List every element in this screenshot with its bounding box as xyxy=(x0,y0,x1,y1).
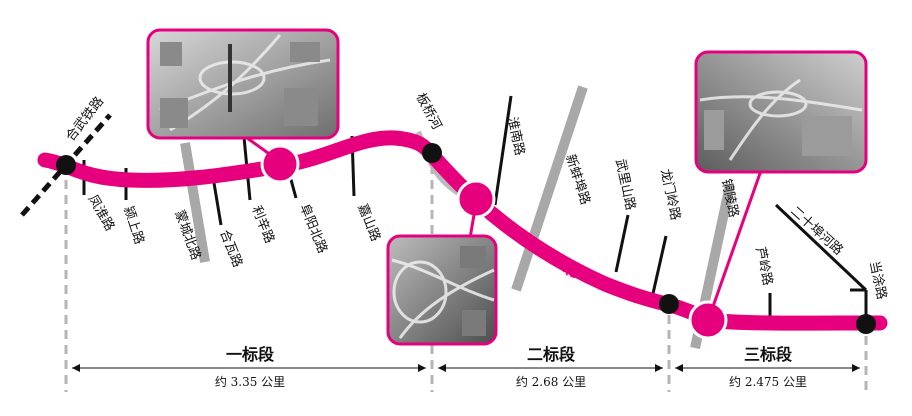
label-tongling: 铜陵路 xyxy=(718,178,742,219)
interchange-tongling xyxy=(688,300,728,340)
street-ershibu-diag xyxy=(774,203,868,292)
node-east-end xyxy=(856,314,876,334)
label-river: 板桥河 xyxy=(412,91,444,132)
label-jiashan: 嘉山路 xyxy=(354,202,383,244)
label-luling: 芦岭路 xyxy=(752,246,776,287)
label-hewa: 合瓦路 xyxy=(216,228,245,270)
photo-3 xyxy=(694,50,868,174)
gray-corridor-1 xyxy=(180,142,210,263)
label-huainan: 淮南路 xyxy=(504,116,528,157)
street-huainan xyxy=(493,95,513,206)
label-xinbengbu: 新蚌埠路 xyxy=(562,152,593,206)
label-dangtu: 当涂路 xyxy=(866,260,890,301)
section-1-name: 一标段 xyxy=(226,345,275,364)
street-longmenling xyxy=(650,235,668,299)
label-fenghuai: 凤淮路 xyxy=(85,192,118,234)
label-ershibu: 二十埠河路 xyxy=(787,203,846,258)
section-3-name: 三标段 xyxy=(744,345,793,364)
pointer-photo-3 xyxy=(708,161,766,316)
interchange-markers xyxy=(260,144,728,340)
label-ring-road: 北二环 xyxy=(561,259,609,293)
section-3-length: 约 2.475 公里 xyxy=(729,374,807,389)
section-2-name: 二标段 xyxy=(527,345,576,364)
label-yingshang: 颍上路 xyxy=(120,204,147,246)
node-section-2-end xyxy=(659,294,679,314)
section-1-length: 约 3.35 公里 xyxy=(215,374,285,389)
label-fuyang: 阜阳北路 xyxy=(296,202,330,256)
label-railway: 合武铁路 xyxy=(63,94,108,145)
gray-corridor-2 xyxy=(511,85,588,292)
section-labels: 一标段 约 3.35 公里 二标段 约 2.68 公里 三标段 约 2.475 … xyxy=(215,345,807,389)
label-longmenling: 龙门岭路 xyxy=(657,168,683,222)
node-banqiao xyxy=(422,143,442,163)
street-wulishan xyxy=(614,214,630,273)
label-lixin: 利辛路 xyxy=(248,204,277,246)
section-brackets xyxy=(72,364,860,372)
section-2-length: 约 2.68 公里 xyxy=(516,374,586,389)
photo-2 xyxy=(386,234,498,346)
street-hewa xyxy=(211,176,223,226)
photo-1 xyxy=(146,28,340,140)
junction-nodes xyxy=(56,143,876,334)
node-west-end xyxy=(56,155,76,175)
label-wulishan: 武里山路 xyxy=(612,158,638,212)
interchange-huainan xyxy=(456,179,496,219)
